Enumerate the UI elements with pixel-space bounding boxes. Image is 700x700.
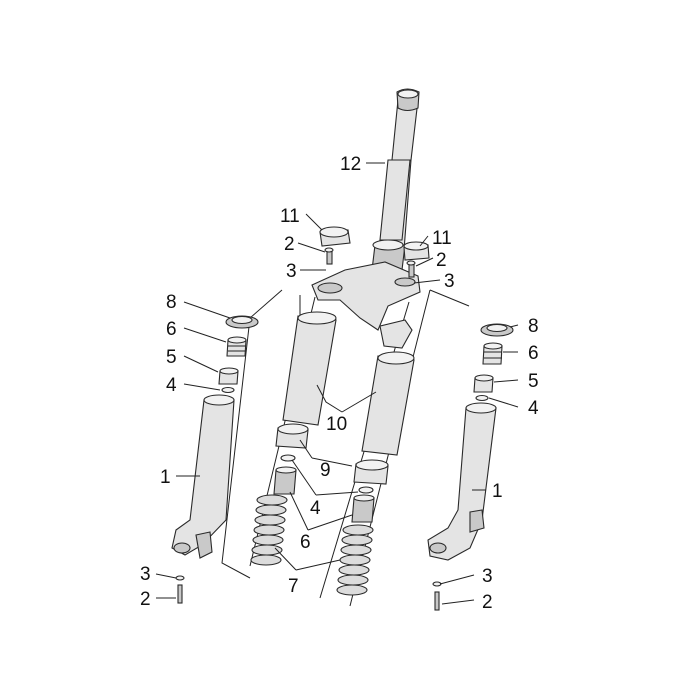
callout-3-top-right: 3	[444, 271, 455, 292]
callout-2-top-right: 2	[436, 250, 447, 271]
washer-left	[221, 386, 235, 394]
cap-left	[319, 226, 351, 247]
callout-4-left: 4	[166, 375, 177, 396]
bushing-small-left	[218, 367, 239, 385]
stanchion-tube-left	[282, 311, 337, 426]
center-washer-right	[358, 486, 374, 494]
callout-2-bottom-right: 2	[482, 592, 493, 613]
spring-left	[250, 494, 288, 566]
callout-11-left: 11	[280, 206, 300, 227]
callout-1-right: 1	[492, 481, 503, 502]
callout-5-left: 5	[166, 347, 177, 368]
callout-3-bottom-left: 3	[140, 564, 151, 585]
callout-8-left: 8	[166, 292, 177, 313]
center-bump-stop-right	[351, 494, 375, 523]
bolt-bottom-right	[432, 581, 442, 611]
spring-right	[336, 524, 374, 596]
callout-8-right: 8	[528, 316, 539, 337]
fork-leg-right	[427, 402, 497, 561]
callout-6-right: 6	[528, 343, 539, 364]
right-frame-top-line	[429, 289, 470, 307]
callout-11-right: 11	[432, 228, 452, 249]
bolt-bottom-left	[175, 575, 185, 604]
callout-3-bottom-right: 3	[482, 566, 493, 587]
callout-5-right: 5	[528, 371, 539, 392]
center-bump-stop-left	[273, 466, 297, 495]
callout-labels: 12 11 2 3 11 2 3 8 6 5 4 1 3 2 10 9 4 6 …	[140, 154, 539, 613]
cap-right	[403, 241, 430, 261]
callout-9: 9	[320, 460, 331, 481]
bolt-top-left	[324, 247, 334, 265]
callout-12: 12	[340, 154, 361, 175]
stanchion-tube-right	[361, 351, 415, 456]
callout-2-bottom-left: 2	[140, 589, 151, 610]
callout-6-left: 6	[166, 319, 177, 340]
callout-10: 10	[326, 414, 347, 435]
callout-2-top-left: 2	[284, 234, 295, 255]
bushing-left	[275, 423, 309, 449]
spring-seat-right	[482, 342, 503, 365]
callout-4-right: 4	[528, 398, 539, 419]
washer-right	[475, 394, 489, 402]
callout-3-top-left: 3	[286, 261, 297, 282]
bushing-small-right	[473, 374, 494, 393]
seal-cap-left	[225, 315, 259, 329]
spring-seat-left	[226, 336, 247, 357]
callout-4-center: 4	[310, 498, 321, 519]
center-washer-left	[280, 454, 296, 462]
callout-1-left: 1	[160, 467, 171, 488]
steering-tube	[371, 88, 420, 271]
triple-clamp	[311, 261, 421, 349]
fork-leg-left	[171, 394, 235, 559]
bushing-right	[353, 459, 389, 485]
left-frame-line	[221, 317, 251, 579]
callout-7: 7	[288, 576, 299, 597]
seal-cap-right	[480, 323, 514, 337]
left-frame-top-line	[249, 289, 283, 319]
bolt-top-right	[406, 260, 416, 278]
callout-6-center: 6	[300, 532, 311, 553]
leader-lines	[155, 162, 519, 605]
